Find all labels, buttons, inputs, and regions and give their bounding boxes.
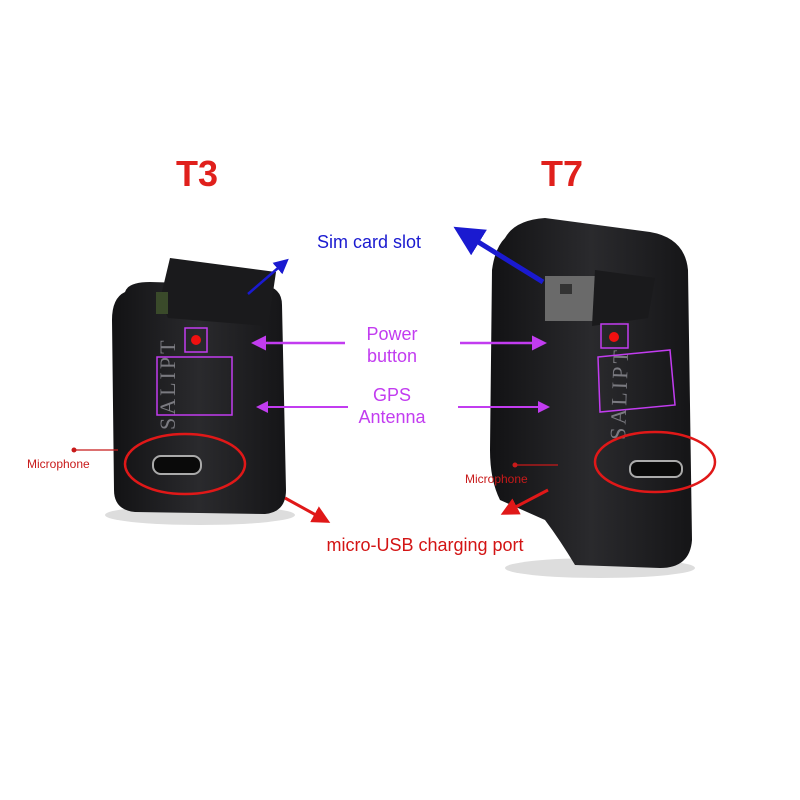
- gps-label-line2: Antenna: [358, 406, 426, 427]
- power-label-line1: Power: [366, 324, 418, 344]
- power-button-box: [600, 323, 629, 349]
- sim-arrow-right: [453, 226, 545, 285]
- power-label-line2: button: [366, 345, 418, 366]
- usb-port: [152, 455, 202, 475]
- sim-flap: [160, 258, 276, 326]
- microphone-label-left: Microphone: [27, 457, 90, 471]
- device-print: SALIPT: [155, 337, 180, 430]
- power-button-dot: [191, 335, 201, 345]
- gps-antenna-label: GPS Antenna: [358, 385, 425, 428]
- usb-arrow-right: [500, 488, 549, 515]
- usb-port-label: micro-USB charging port: [326, 535, 524, 555]
- power-button-label: Power button: [366, 324, 417, 367]
- device-t7: SALIPT: [490, 218, 717, 578]
- power-button-box: [184, 327, 208, 353]
- model-label-t7: T7: [540, 153, 584, 194]
- usb-highlight: [593, 430, 717, 494]
- gps-antenna-box: [597, 349, 676, 413]
- device-t3: SALIPT: [105, 258, 295, 525]
- power-button-dot: [609, 332, 619, 342]
- usb-highlight: [123, 432, 247, 496]
- sim-arrow-left: [247, 258, 289, 295]
- usb-port: [629, 460, 683, 478]
- usb-arrow-left: [284, 496, 331, 523]
- model-label-t3: T3: [175, 153, 219, 194]
- gps-label-line1: GPS: [372, 385, 411, 405]
- device-print: SALIPT: [605, 347, 633, 440]
- gps-antenna-box: [156, 356, 233, 416]
- sim-card-slot-label: Sim card slot: [316, 232, 422, 252]
- microphone-label-right: Microphone: [465, 472, 528, 486]
